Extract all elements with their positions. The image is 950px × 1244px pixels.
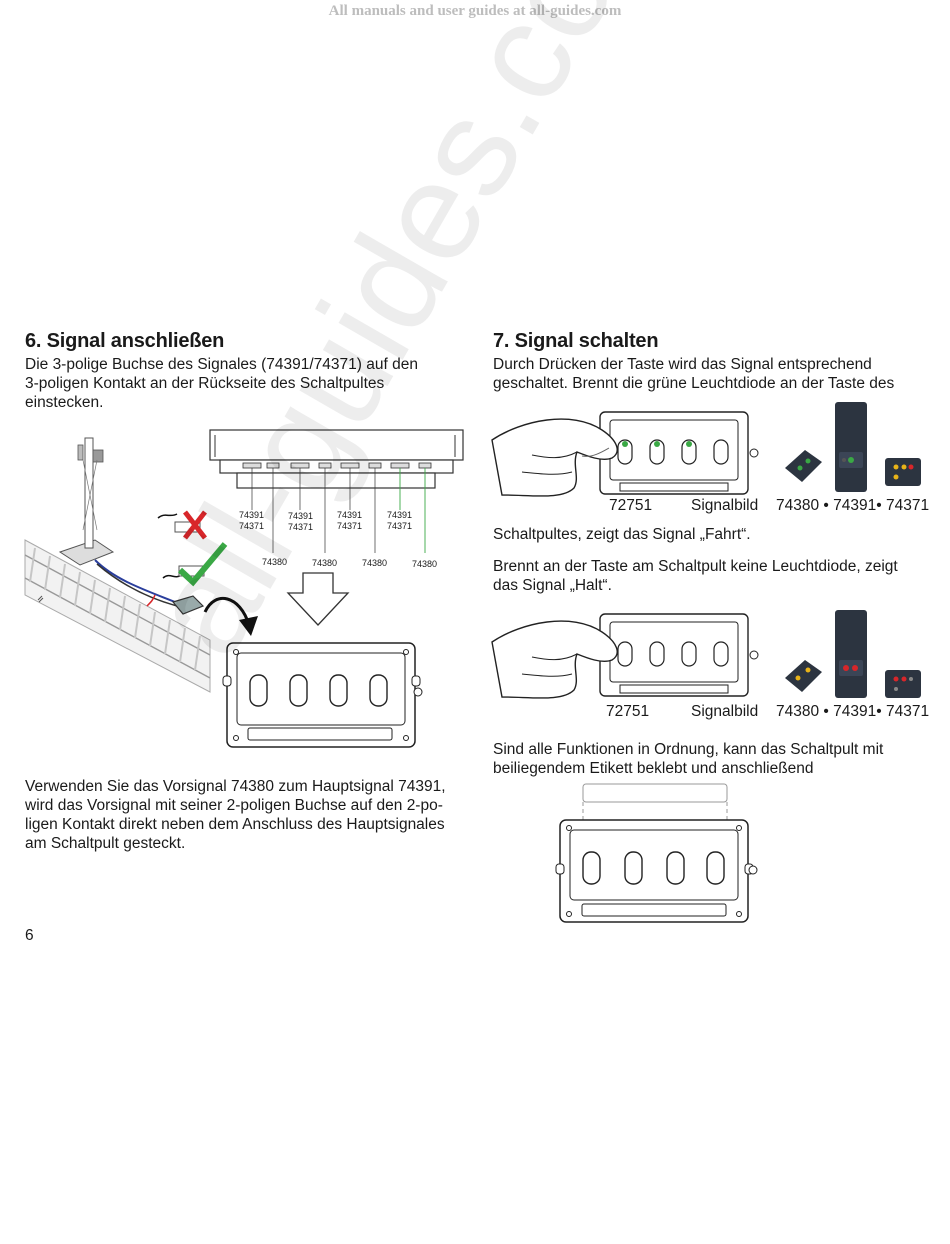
connector-label-74391-74371: 74391 74371	[387, 510, 412, 532]
fig2-article-label: 72751	[606, 703, 650, 720]
note-line: am Schaltpult gesteckt.	[25, 835, 186, 852]
section-7-para1-cont: Schaltpultes, zeigt das Signal „Fahrt“.	[493, 526, 751, 543]
fig2-signalbild-label: Signalbild	[691, 703, 759, 720]
section-6-title: 6. Signal anschließen	[25, 330, 225, 352]
connector-label-74380: 74380	[262, 557, 288, 567]
para-line: Brennt an der Taste am Schaltpult keine …	[493, 558, 898, 575]
para-line: Sind alle Funktionen in Ordnung, kann da…	[493, 741, 884, 758]
label-line: 74391	[288, 511, 314, 521]
label-line: 74371	[239, 521, 265, 531]
fig1-article-label: 72751	[609, 497, 653, 514]
signal-aspects-fahrt	[785, 402, 921, 492]
connector-label-74380: 74380	[412, 559, 438, 569]
para-line: Durch Drücken der Taste wird das Signal …	[493, 356, 872, 373]
intro-line: einstecken.	[25, 394, 104, 411]
label-line: 74391	[337, 510, 363, 520]
section-7-title: 7. Signal schalten	[493, 330, 659, 352]
para-line: geschaltet. Brennt die grüne Leuchtdiode…	[493, 375, 895, 392]
note-line: Verwenden Sie das Vorsignal 74380 zum Ha…	[25, 778, 446, 795]
section-7-para3: Sind alle Funktionen in Ordnung, kann da…	[493, 740, 883, 778]
panel-back-illustration	[209, 429, 464, 626]
fig2-signals-label: 74380 • 74391• 74371	[776, 703, 930, 720]
fig1-signalbild-label: Signalbild	[691, 497, 759, 514]
hand-pressing-panel-fahrt	[491, 411, 759, 497]
section-7-para2: Brennt an der Taste am Schaltpult keine …	[493, 557, 898, 595]
site-header: All manuals and user guides at all-guide…	[328, 3, 622, 19]
hand-pressing-panel-halt	[491, 613, 759, 699]
connector-label-74380: 74380	[312, 558, 338, 568]
fig1-signals-label: 74380 • 74391• 74371	[776, 497, 930, 514]
track-signal-illustration	[24, 437, 258, 693]
para-line: das Signal „Halt“.	[493, 577, 612, 594]
page-number: 6	[25, 927, 34, 944]
section-7-para1: Durch Drücken der Taste wird das Signal …	[493, 355, 894, 393]
label-line: 74371	[387, 521, 413, 531]
label-line: 74371	[337, 521, 363, 531]
signal-aspects-halt	[785, 610, 921, 698]
switch-panel-illustration	[222, 642, 423, 748]
label-line: 74371	[288, 522, 314, 532]
note-line: ligen Kontakt direkt neben dem Anschluss…	[25, 816, 445, 833]
intro-line: Die 3-polige Buchse des Signales (74391/…	[25, 356, 418, 373]
connector-label-74380: 74380	[362, 558, 388, 568]
para-line: beiliegendem Etikett beklebt und anschli…	[493, 760, 814, 777]
label-applied-panel	[555, 783, 758, 923]
connector-label-74391-74371: 74391 74371	[288, 511, 313, 533]
intro-line: 3-poligen Kontakt an der Rückseite des S…	[25, 375, 385, 392]
connector-label-74391-74371: 74391 74371	[239, 510, 264, 532]
note-line: wird das Vorsignal mit seiner 2-poligen …	[25, 797, 443, 814]
section-6-note: Verwenden Sie das Vorsignal 74380 zum Ha…	[25, 777, 446, 853]
connector-label-74391-74371: 74391 74371	[337, 510, 362, 532]
label-line: 74391	[387, 510, 413, 520]
section-6-intro: Die 3-polige Buchse des Signales (74391/…	[25, 355, 418, 412]
label-line: 74391	[239, 510, 265, 520]
